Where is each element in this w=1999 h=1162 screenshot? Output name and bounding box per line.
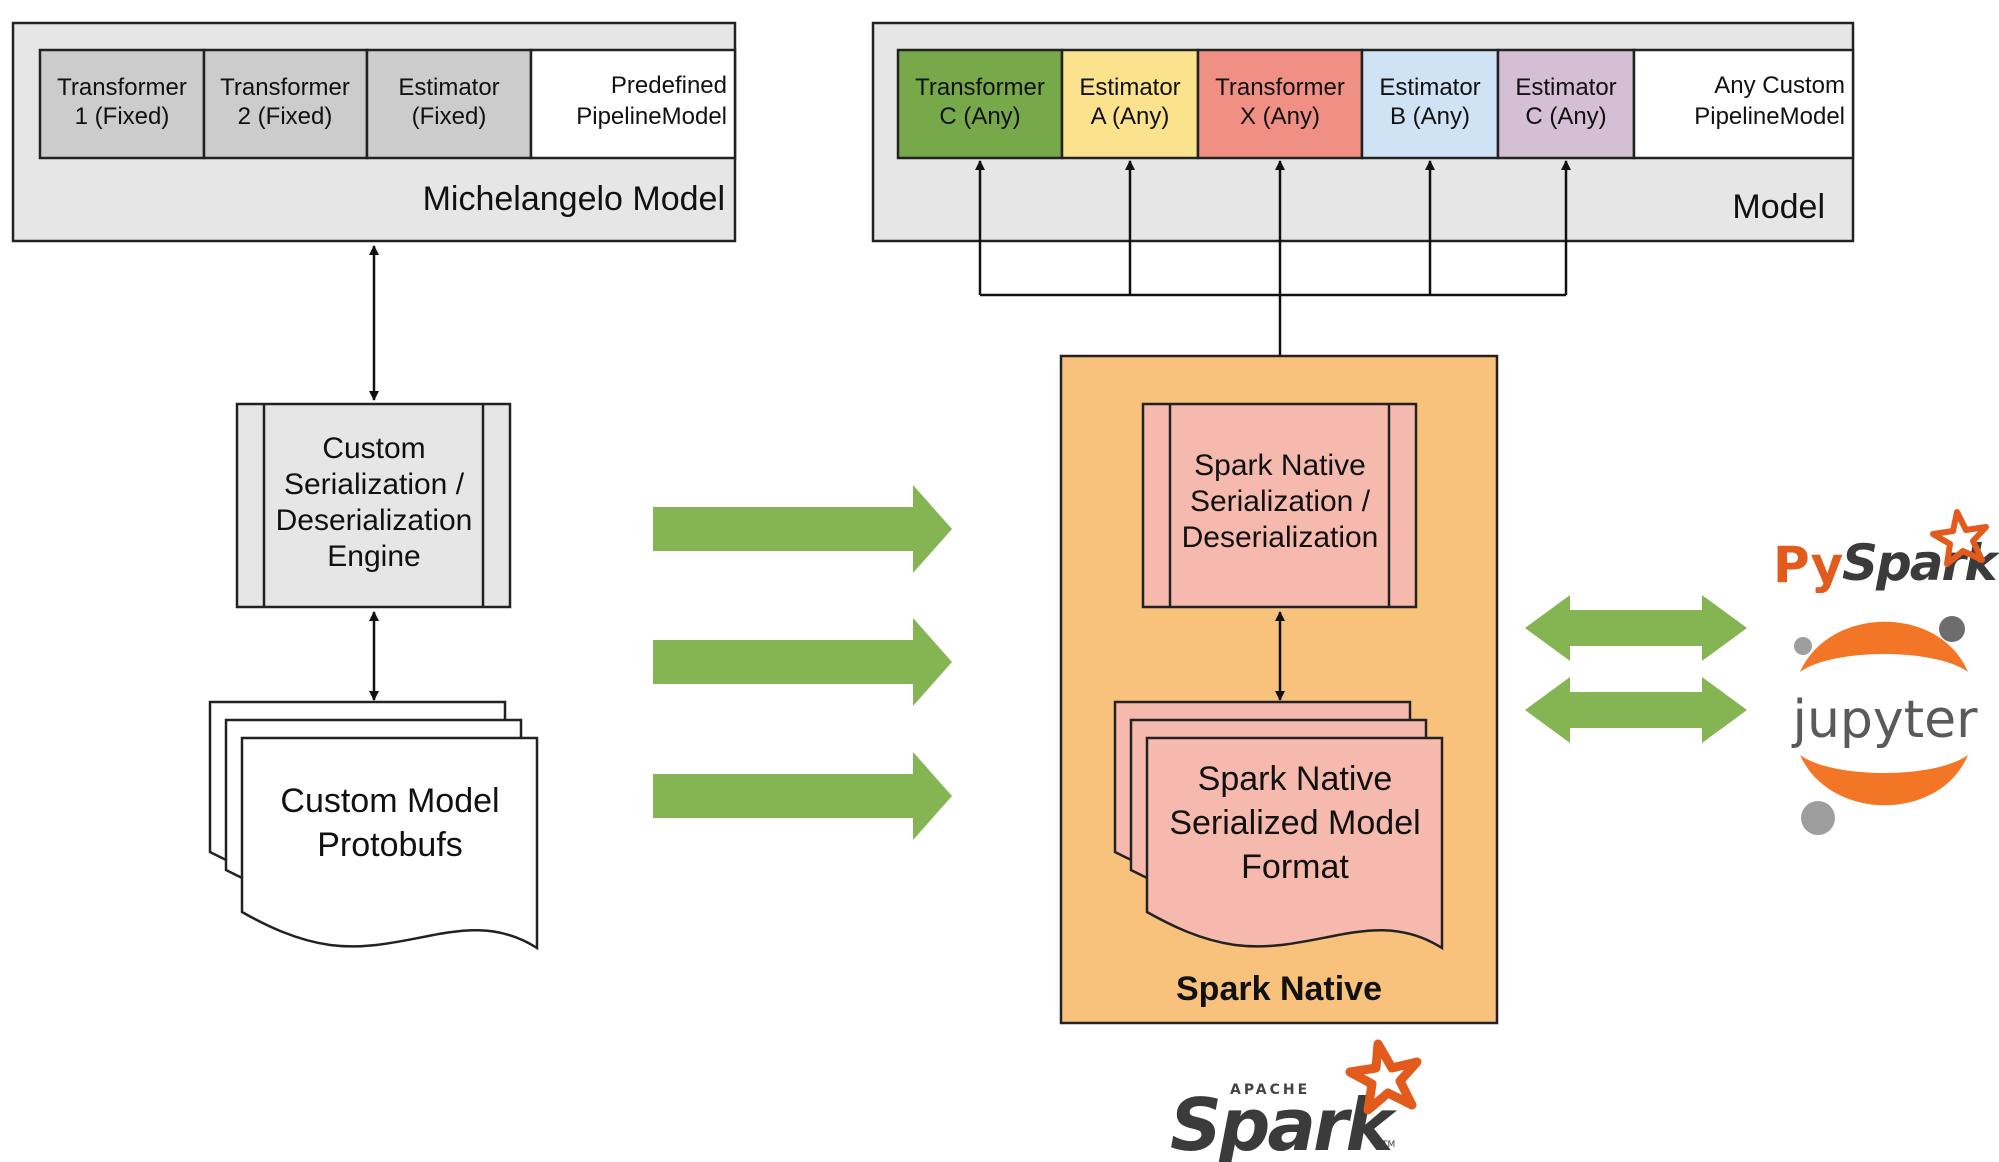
jupyter-logo: jupyter (1792, 616, 1979, 835)
michelangelo-model: Transformer 1 (Fixed) Transformer 2 (Fix… (11, 21, 737, 243)
protobuf-line1: Custom Model (280, 782, 499, 820)
spark-tm: TM (1381, 1140, 1395, 1150)
jupyter-dot-medium-icon (1939, 616, 1965, 642)
predefined-pipeline-cell (529, 48, 737, 160)
custom-protobufs: Custom Model Protobufs (208, 700, 539, 951)
any-custom-pipeline-line2: PipelineModel (1694, 103, 1845, 130)
custom-engine-line4: Engine (327, 540, 420, 573)
predefined-pipeline-line1: Predefined (611, 72, 727, 99)
estimator-a-line1: Estimator (1079, 74, 1180, 101)
bidir-arrow-2 (1525, 677, 1747, 743)
fixed-cell-2 (202, 48, 369, 160)
spark-serde-line1: Spark Native (1194, 449, 1366, 482)
pyspark-logo: Py Spark (1773, 509, 1999, 594)
spark-wordmark: Spark (1170, 1083, 1397, 1162)
fixed-cell-1-line2: 1 (Fixed) (75, 103, 170, 130)
protobuf-line2: Protobufs (317, 826, 463, 864)
custom-engine-line2: Serialization / (284, 468, 465, 501)
pyspark-star-icon (1930, 509, 1989, 567)
fixed-cell-1 (38, 48, 206, 160)
fixed-cell-2-line2: 2 (Fixed) (238, 103, 333, 130)
transformer-x-line2: X (Any) (1240, 103, 1320, 130)
apache-small-text: APACHE (1230, 1082, 1310, 1098)
custom-engine-box (235, 402, 512, 609)
fixed-cell-2-line1: Transformer (220, 74, 350, 101)
any-model-title: Model (1732, 188, 1825, 226)
interop-arrows (1525, 595, 1747, 743)
transformer-c-cell (896, 48, 1064, 160)
protobuf-sheet-front (240, 736, 539, 951)
estimator-c-line2: C (Any) (1525, 103, 1606, 130)
spark-star-icon (1345, 1039, 1422, 1115)
any-custom-pipeline-cell (1632, 48, 1855, 160)
spark-native-label: Spark Native (1176, 970, 1382, 1008)
estimator-c-line1: Estimator (1515, 74, 1616, 101)
estimator-b-line1: Estimator (1379, 74, 1480, 101)
migration-arrows (653, 485, 952, 840)
jupyter-moon-bottom-icon (1800, 755, 1968, 806)
michelangelo-model-title: Michelangelo Model (423, 180, 725, 218)
spark-serde-box (1141, 402, 1418, 609)
format-sheet-front (1145, 736, 1444, 951)
fixed-cell-3-line1: Estimator (398, 74, 499, 101)
transformer-x-cell (1196, 48, 1364, 160)
transformer-c-line2: C (Any) (939, 103, 1020, 130)
model-connectors (975, 160, 1571, 401)
bidir-arrow-1 (1525, 595, 1747, 661)
custom-engine-line1: Custom (322, 432, 425, 465)
fixed-cell-3-line2: (Fixed) (412, 103, 487, 130)
jupyter-wordmark: jupyter (1792, 690, 1979, 750)
spark-native: Spark Native Serialization / Deserializa… (1059, 354, 1499, 1025)
format-line3: Format (1241, 848, 1349, 886)
green-arrow-1 (653, 485, 952, 573)
pyspark-py-text: Py (1773, 536, 1843, 594)
estimator-a-cell (1060, 48, 1200, 160)
spark-serde-line2: Serialization / (1190, 485, 1371, 518)
any-custom-pipeline-line1: Any Custom (1714, 72, 1845, 99)
jupyter-dot-small-icon (1794, 637, 1812, 655)
fixed-cell-1-line1: Transformer (57, 74, 187, 101)
format-line2: Serialized Model (1169, 804, 1420, 842)
michelangelo-pipeline: Transformer 1 (Fixed) Transformer 2 (Fix… (38, 48, 737, 160)
custom-engine-line3: Deserialization (276, 504, 473, 537)
any-model: Transformer C (Any) Estimator A (Any) Tr… (871, 21, 1855, 243)
spark-serde-line3: Deserialization (1182, 521, 1379, 554)
transformer-c-line1: Transformer (915, 74, 1045, 101)
apache-spark-logo: APACHE Spark TM (1170, 1039, 1422, 1162)
jupyter-dot-large-icon (1801, 801, 1835, 835)
predefined-pipeline-line2: PipelineModel (576, 103, 727, 130)
custom-engine: Custom Serialization / Deserialization E… (235, 402, 512, 609)
estimator-a-line2: A (Any) (1091, 103, 1170, 130)
estimator-b-cell (1360, 48, 1500, 160)
jupyter-moon-icon (1800, 621, 1968, 672)
green-arrow-3 (653, 752, 952, 840)
green-arrow-2 (653, 618, 952, 706)
format-line1: Spark Native (1198, 760, 1393, 798)
estimator-b-line2: B (Any) (1390, 103, 1470, 130)
transformer-x-line1: Transformer (1215, 74, 1345, 101)
